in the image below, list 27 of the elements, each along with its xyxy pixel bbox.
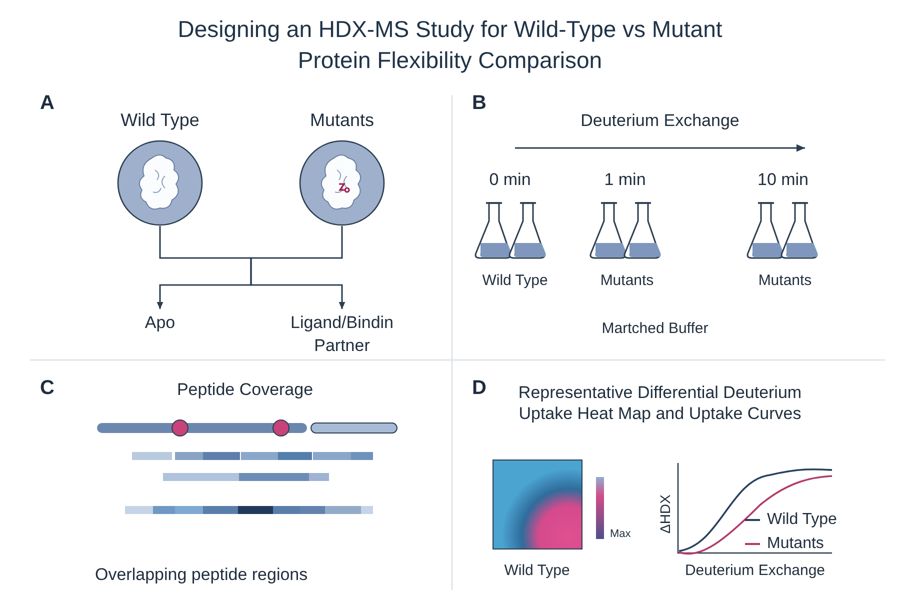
panel-letter: A bbox=[40, 92, 54, 115]
panel-letter: C bbox=[40, 377, 54, 400]
panel-letter: B bbox=[472, 92, 486, 115]
legend-label: Mutants bbox=[767, 535, 824, 553]
group-label: Mutants bbox=[308, 109, 376, 132]
scale-label: Max bbox=[610, 528, 631, 540]
legend-label: Wild Type bbox=[767, 511, 837, 529]
section-title: Peptide Coverage bbox=[176, 380, 314, 400]
condition-label: Apo bbox=[125, 311, 195, 334]
group-label: Wild Type bbox=[120, 109, 200, 132]
sample-label: Wild Type bbox=[481, 272, 549, 289]
condition-label: Ligand/Bindin Partner bbox=[277, 311, 407, 357]
axis-label: Deuterium Exchange bbox=[684, 562, 826, 579]
heat-map-label: Wild Type bbox=[503, 562, 571, 579]
buffer-label: Martched Buffer bbox=[600, 320, 710, 337]
title: Designing an HDX-MS Study for Wild-Type vs Mutant Protein Flexibility Comparison bbox=[176, 15, 724, 75]
time-label: 10 min bbox=[756, 170, 810, 190]
time-label: 0 min bbox=[488, 170, 532, 190]
sample-label: Mutants bbox=[599, 272, 655, 289]
connector-arrow bbox=[250, 226, 346, 309]
time-label: 1 min bbox=[603, 170, 647, 190]
axis-label: ΔHDX bbox=[657, 494, 673, 536]
sample-label: Mutants bbox=[757, 272, 813, 289]
panel-letter: D bbox=[472, 377, 486, 400]
caption: Overlapping peptide regions bbox=[95, 565, 308, 585]
axis-title: Deuterium Exchange bbox=[580, 111, 740, 131]
section-title: Representative Differential Deuterium Uptake Heat Map and Uptake Curves bbox=[517, 382, 803, 424]
